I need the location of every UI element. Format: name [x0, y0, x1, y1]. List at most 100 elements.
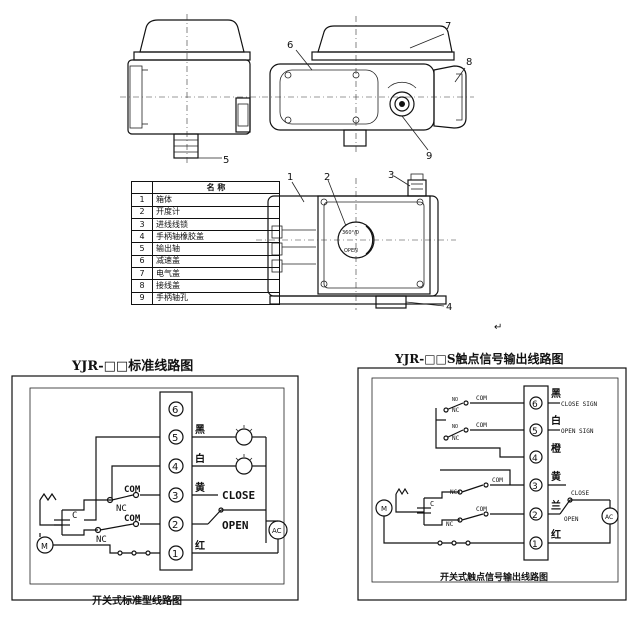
- part-name: 输出轴: [152, 242, 280, 256]
- right-terminal-5: 5: [532, 427, 538, 437]
- right-wire-white: 白: [551, 414, 561, 427]
- part-name: 箱体: [152, 193, 280, 207]
- left-terminal-circles: [168, 401, 184, 561]
- left-ac-label: AC: [272, 527, 282, 535]
- part-number: 7: [131, 267, 153, 281]
- right-wire-yellow: 黄: [551, 470, 561, 483]
- callout-2: 2: [324, 172, 330, 183]
- right-wire-black: 黑: [551, 388, 561, 400]
- right-close-sign-label: CLOSE SIGN: [561, 401, 598, 408]
- right-capacitor-label: C: [430, 500, 434, 508]
- part-number: 5: [131, 242, 153, 256]
- part-name: 电气盖: [152, 267, 280, 281]
- right-wire-blue: 兰: [551, 499, 561, 512]
- right-no-label-1: NO: [452, 397, 458, 403]
- return-cursor-glyph: ↵: [494, 322, 502, 333]
- right-motor-label: M: [381, 505, 387, 513]
- right-diagram-title: YJR-□□S触点信号输出线路图: [394, 351, 564, 366]
- right-terminal-2: 2: [532, 511, 538, 521]
- left-com-label-1: COM: [124, 485, 141, 495]
- callout-9: 9: [426, 151, 432, 162]
- left-capacitor-label: C: [72, 511, 77, 521]
- side-view-drawing: [120, 14, 262, 166]
- right-nc-label-3: NC: [450, 489, 458, 496]
- part-number: 1: [131, 193, 153, 207]
- right-terminal-4: 4: [532, 454, 538, 464]
- left-wire-yellow: 黄: [195, 481, 205, 494]
- right-no-label-2: NO: [452, 424, 458, 430]
- left-terminal-6: 6: [172, 405, 178, 416]
- left-open-label: OPEN: [222, 519, 249, 532]
- right-nc-label-2: NC: [452, 435, 460, 442]
- callout-7: 7: [445, 21, 451, 32]
- part-name: 手柄轴孔: [152, 291, 280, 305]
- right-open-sign-label: OPEN SIGN: [561, 428, 594, 435]
- left-close-label: CLOSE: [222, 489, 255, 502]
- part-number: 4: [131, 230, 153, 244]
- left-nc-label-1: NC: [116, 504, 127, 514]
- right-com-label-4: COM: [476, 506, 487, 513]
- part-number: 8: [131, 279, 153, 293]
- dial-scale-text: 360°/0: [342, 230, 359, 236]
- part-number: 3: [131, 217, 153, 232]
- left-com-label-2: COM: [124, 514, 141, 524]
- left-diagram-title: YJR-□□标准线路图: [71, 358, 193, 374]
- right-com-label-3: COM: [492, 477, 503, 484]
- dial-open-text: OPEN: [344, 248, 358, 254]
- parts-table-header-name: 名 称: [152, 180, 280, 195]
- right-ac-label: AC: [605, 514, 613, 521]
- left-nc-label-2: NC: [96, 535, 107, 545]
- left-terminal-2: 2: [172, 520, 178, 531]
- right-wire-red: 红: [551, 528, 561, 541]
- left-terminal-4: 4: [172, 462, 178, 473]
- right-com-label-1: COM: [476, 395, 487, 402]
- part-name: 减速盖: [152, 254, 280, 269]
- callout-4: 4: [446, 302, 452, 313]
- part-number: 9: [131, 291, 153, 305]
- top-view-drawing: [262, 16, 474, 154]
- right-wire-orange: 橙: [551, 442, 562, 455]
- part-name: 接线盖: [152, 279, 280, 293]
- left-wire-black: 黑: [195, 424, 205, 436]
- left-wire-red: 红: [195, 539, 205, 552]
- callout-3: 3: [388, 170, 394, 181]
- right-nc-label-1: NC: [452, 407, 460, 414]
- part-name: 手柄轴橡胶盖: [152, 230, 280, 244]
- callout-1: 1: [287, 172, 293, 183]
- right-com-label-2: COM: [476, 422, 487, 429]
- callout-6: 6: [287, 40, 293, 51]
- callout-5: 5: [223, 155, 229, 166]
- right-open-label: OPEN: [564, 516, 579, 523]
- left-terminal-3: 3: [172, 491, 178, 502]
- left-diagram-caption: 开关式标准型线路图: [92, 594, 182, 607]
- right-diagram-caption: 开关式触点信号输出线路图: [440, 571, 548, 583]
- left-terminal-5: 5: [172, 433, 178, 444]
- right-wiring-diagram: [357, 367, 627, 601]
- right-close-label: CLOSE: [571, 490, 589, 497]
- parts-table-header: 名 称: [131, 180, 280, 195]
- left-wire-white: 白: [195, 452, 205, 465]
- front-view-drawing: [256, 173, 456, 310]
- left-motor-label: M: [41, 542, 48, 551]
- part-name: 进线线锁: [152, 217, 280, 232]
- part-number: 6: [131, 254, 153, 269]
- part-name: 开度计: [152, 205, 280, 219]
- right-terminal-1: 1: [532, 540, 538, 550]
- right-terminal-6: 6: [532, 400, 538, 410]
- callout-8: 8: [466, 57, 472, 68]
- left-wiring-diagram: [11, 375, 299, 601]
- left-terminal-1: 1: [172, 549, 178, 560]
- right-nc-label-4: NC: [446, 521, 454, 528]
- right-terminal-3: 3: [532, 482, 538, 492]
